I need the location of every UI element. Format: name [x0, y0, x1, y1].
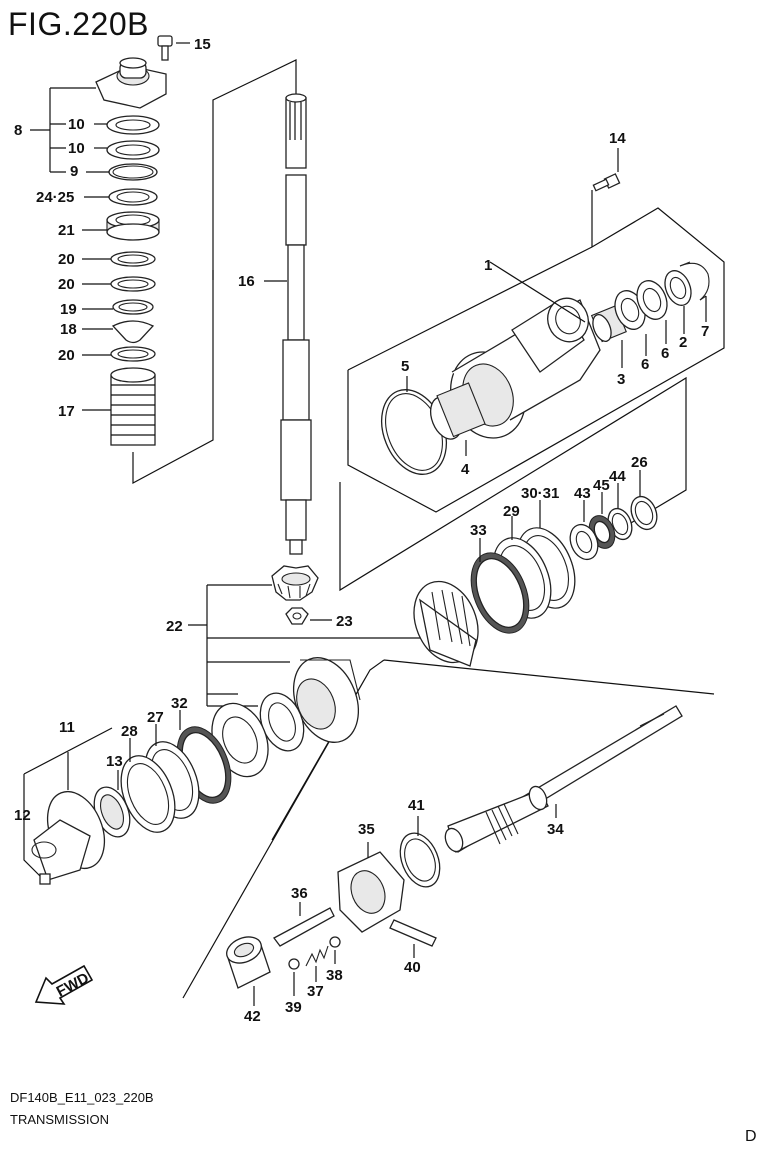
callout-27: 27: [147, 709, 164, 726]
push-rod-36: [273, 902, 335, 947]
washer-2: [664, 270, 692, 334]
callout-18: 18: [60, 321, 77, 338]
snap-ring-41: [399, 816, 441, 888]
callout-23: 23: [336, 613, 353, 630]
sleeve-42: [226, 936, 271, 1006]
callout-22: 22: [166, 618, 183, 635]
clutch-dog-35: [337, 842, 405, 933]
ball-39: [288, 958, 300, 996]
callout-20a: 20: [58, 251, 75, 268]
callout-21: 21: [58, 222, 75, 239]
figure-name: TRANSMISSION: [10, 1112, 109, 1127]
callout-30-31: 30·31: [521, 485, 559, 502]
callout-39: 39: [285, 999, 302, 1016]
callout-28: 28: [121, 723, 138, 740]
spring-37: [305, 945, 329, 982]
callout-32: 32: [171, 695, 188, 712]
callout-10a: 10: [68, 116, 85, 133]
propeller-shaft-34: [444, 705, 683, 853]
callout-15: 15: [194, 36, 211, 53]
callout-2: 2: [679, 334, 687, 351]
callout-20c: 20: [58, 347, 75, 364]
callout-3: 3: [617, 371, 625, 388]
callout-26: 26: [631, 454, 648, 471]
callout-10b: 10: [68, 140, 85, 157]
callout-1: 1: [484, 257, 492, 274]
bolt-15: [157, 35, 190, 61]
callout-36: 36: [291, 885, 308, 902]
callout-33: 33: [470, 522, 487, 539]
callout-16: 16: [238, 273, 255, 290]
callout-24-25: 24·25: [36, 189, 74, 206]
bearing-13: [93, 770, 131, 838]
callout-8: 8: [14, 122, 22, 139]
callout-17: 17: [58, 403, 75, 420]
callout-labels: 15 8 10 10 9 24·25 21 20 20 19 18 20 17 …: [14, 36, 709, 1025]
washer-26: [630, 470, 658, 531]
callout-14: 14: [609, 130, 626, 147]
callout-43: 43: [574, 485, 591, 502]
bearing-case-11: [31, 791, 106, 885]
callout-29: 29: [503, 503, 520, 520]
callout-6b: 6: [661, 345, 669, 362]
corner-mark: D: [745, 1128, 757, 1145]
pinion-gear-22: [271, 565, 319, 601]
callout-20b: 20: [58, 276, 75, 293]
callout-34: 34: [547, 821, 564, 838]
assembly-frame-1: [347, 190, 725, 513]
callout-41: 41: [408, 797, 425, 814]
circlip-7: [679, 261, 710, 322]
callout-40: 40: [404, 959, 421, 976]
race-43: [569, 500, 599, 561]
callout-5: 5: [401, 358, 409, 375]
drive-shaft-16: [264, 93, 312, 555]
callout-13: 13: [106, 753, 123, 770]
callout-11: 11: [59, 719, 75, 736]
nut-23: [285, 607, 332, 625]
bolt-14: [592, 148, 621, 192]
figure-code: DF140B_E11_023_220B: [10, 1090, 154, 1105]
leader-lines-left: [82, 123, 113, 411]
callout-6a: 6: [641, 356, 649, 373]
callout-38: 38: [326, 967, 343, 984]
callout-35: 35: [358, 821, 375, 838]
bracket-11-12: [23, 727, 113, 877]
housing-8: [95, 57, 167, 109]
thrust-bearing-33: [470, 538, 530, 634]
fwd-arrow-icon: FWD: [34, 964, 94, 1005]
ball-38: [329, 936, 341, 964]
callout-42: 42: [244, 1008, 261, 1025]
callout-19: 19: [60, 301, 77, 318]
group-bracket-22: [188, 584, 420, 707]
callout-4: 4: [461, 461, 470, 478]
figure-title: FIG.220B: [8, 6, 149, 42]
bearing-4: [429, 382, 486, 456]
bevel-gear-upper: [413, 580, 479, 667]
callout-12: 12: [14, 807, 31, 824]
bearing-6b: [636, 280, 668, 344]
callout-7: 7: [701, 323, 709, 340]
callout-44: 44: [609, 468, 626, 485]
seal-stack: [106, 115, 160, 446]
callout-9: 9: [70, 163, 78, 180]
pin-40: [389, 919, 437, 958]
callout-45: 45: [593, 477, 610, 494]
group-bracket-8: [30, 87, 96, 173]
callout-37: 37: [307, 983, 324, 1000]
